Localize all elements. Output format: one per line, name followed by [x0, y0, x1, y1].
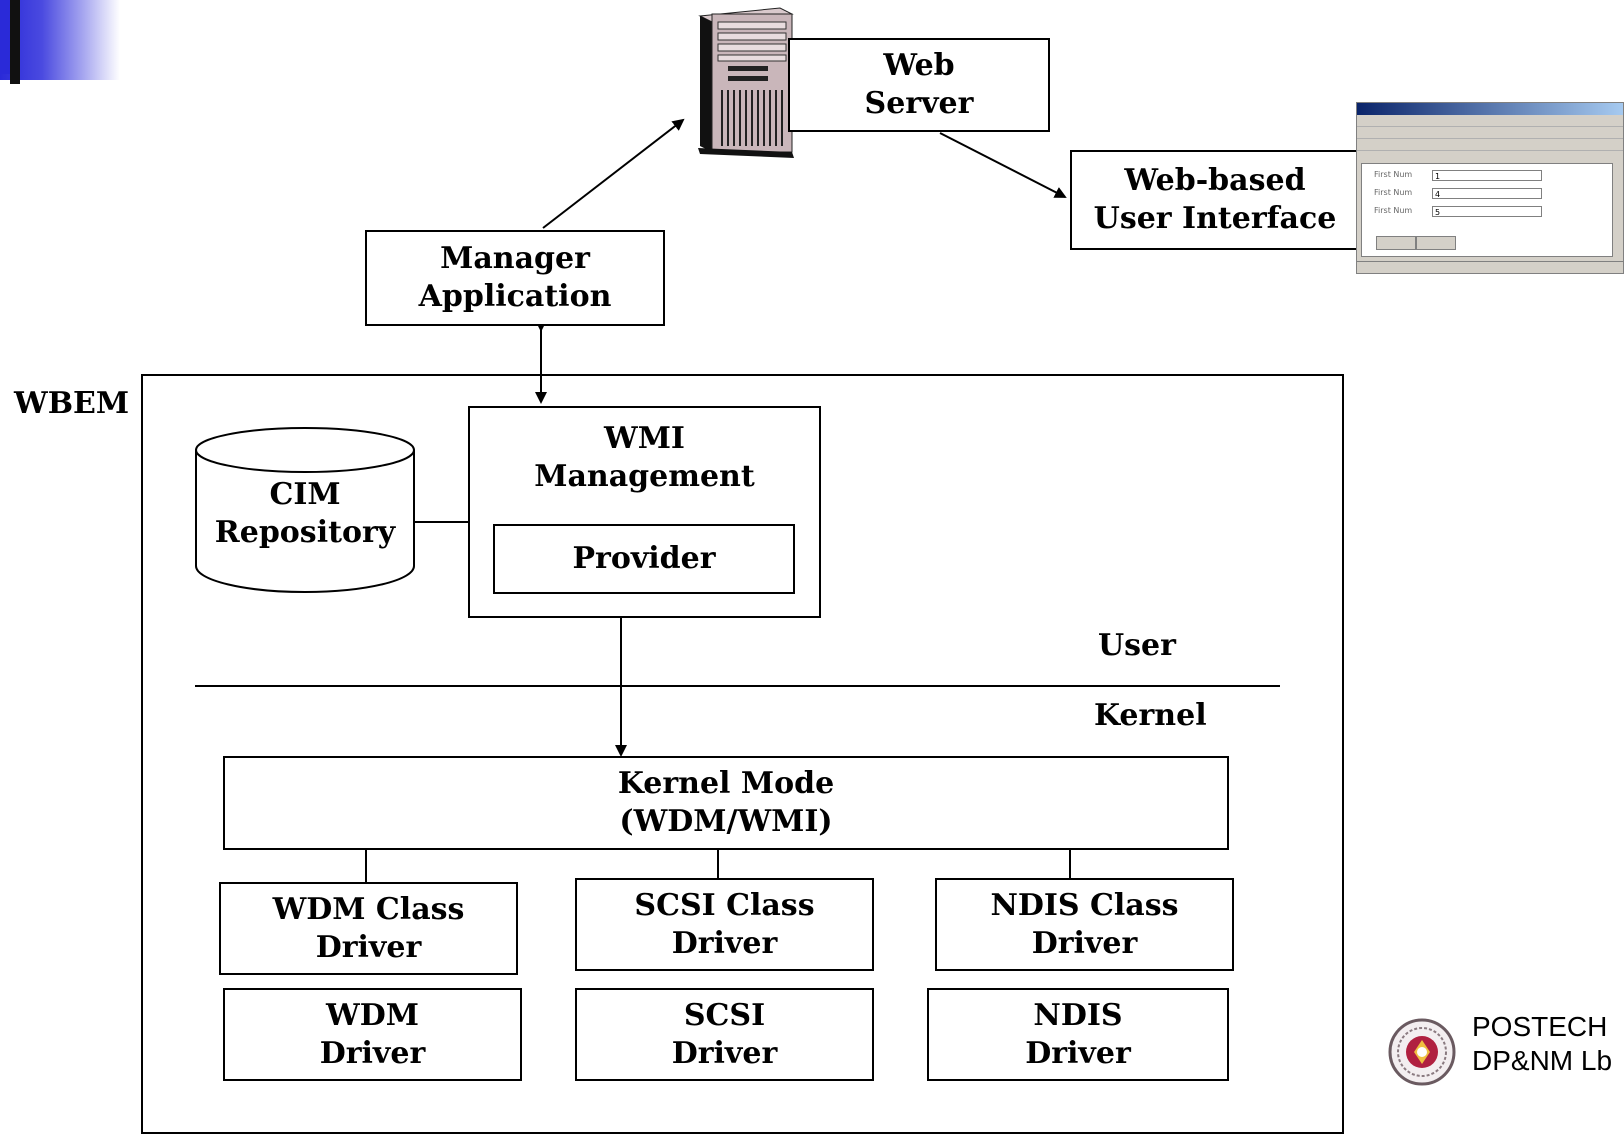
scsi-driver-box: SCSI Driver [575, 988, 874, 1081]
kernel-mode-label-1: Kernel Mode [617, 766, 835, 801]
browser-form-row: First Num 5 [1374, 206, 1542, 219]
arrow-manager-to-webserver [542, 118, 685, 229]
slide-corner-decoration [0, 0, 120, 80]
browser-form-input: 5 [1432, 206, 1542, 217]
web-ui-label-2: User Interface [1093, 201, 1337, 236]
provider-label: Provider [572, 541, 716, 576]
cim-repository-label-1: CIM [269, 477, 341, 512]
web-server-label-1: Web [883, 48, 955, 83]
browser-form-button [1416, 236, 1456, 250]
user-space-label: User [1098, 628, 1176, 663]
wdm-class-driver-label-1: WDM Class [272, 891, 465, 927]
web-server-box: Web Server [788, 38, 1050, 132]
web-ui-label-1: Web-based [1124, 163, 1306, 198]
wdm-class-driver-label-2: Driver [315, 929, 422, 965]
browser-toolbar [1357, 127, 1623, 139]
wmi-management-label-2: Management [534, 459, 755, 494]
scsi-class-driver-box: SCSI Class Driver [575, 878, 874, 971]
browser-page: First Num 1 First Num 4 First Num 5 [1361, 163, 1613, 257]
browser-form-label: First Num [1374, 188, 1413, 197]
slide-corner-bar-dark [10, 0, 20, 84]
web-ui-box: Web-based User Interface [1070, 150, 1360, 250]
manager-application-label-2: Application [418, 279, 612, 314]
browser-form-button [1376, 236, 1416, 250]
wdm-driver-label-1: WDM [326, 997, 419, 1033]
browser-form-input: 4 [1432, 188, 1542, 199]
ndis-driver-label-2: Driver [1025, 1035, 1131, 1071]
kernel-mode-label-2: (WDM/WMI) [619, 804, 833, 839]
wmi-management-label-1: WMI [604, 421, 685, 456]
wbem-label: WBEM [14, 386, 130, 421]
wdm-driver-box: WDM Driver [223, 988, 522, 1081]
browser-titlebar [1357, 103, 1623, 115]
cim-repository-label: CIM Repository [196, 476, 414, 552]
browser-form-label: First Num [1374, 206, 1413, 215]
cim-repository-cylinder [195, 427, 415, 593]
wdm-driver-label-2: Driver [319, 1035, 426, 1071]
browser-form-input: 1 [1432, 170, 1542, 181]
manager-application-box: Manager Application [365, 230, 665, 326]
browser-form-row: First Num 1 [1374, 170, 1542, 183]
browser-form-label: First Num [1374, 170, 1413, 179]
footer-line-2: DP&NM Lb [1472, 1045, 1613, 1076]
arrow-webserver-to-webui [939, 132, 1067, 198]
browser-form-row: First Num 4 [1374, 188, 1542, 201]
footer-line-1: POSTECH [1472, 1011, 1608, 1042]
ndis-class-driver-label-2: Driver [1031, 925, 1138, 961]
browser-address-bar [1357, 139, 1623, 151]
web-server-tower-icon [698, 7, 794, 158]
ndis-class-driver-box: NDIS Class Driver [935, 878, 1234, 971]
scsi-class-driver-label-1: SCSI Class [634, 887, 815, 923]
ndis-driver-label-1: NDIS [1033, 997, 1123, 1033]
postech-seal-logo-icon [1388, 1018, 1456, 1086]
ndis-class-driver-label-1: NDIS Class [990, 887, 1179, 923]
manager-application-label-1: Manager [440, 241, 590, 276]
diagram-connectors [195, 7, 1280, 883]
scsi-driver-label-2: Driver [671, 1035, 778, 1071]
provider-box: Provider [493, 524, 795, 594]
web-server-label-2: Server [864, 86, 974, 121]
cim-repository-label-2: Repository [214, 515, 396, 550]
scsi-driver-label-1: SCSI [683, 997, 766, 1033]
scsi-class-driver-label-2: Driver [671, 925, 778, 961]
kernel-mode-box: Kernel Mode (WDM/WMI) [223, 756, 1229, 850]
ndis-driver-box: NDIS Driver [927, 988, 1229, 1081]
slide-corner-bar-blue [0, 0, 10, 74]
browser-screenshot-thumbnail: First Num 1 First Num 4 First Num 5 [1356, 102, 1624, 274]
kernel-space-label: Kernel [1094, 698, 1207, 733]
browser-status-bar [1357, 261, 1623, 273]
browser-menubar [1357, 115, 1623, 127]
wdm-class-driver-box: WDM Class Driver [219, 882, 518, 975]
